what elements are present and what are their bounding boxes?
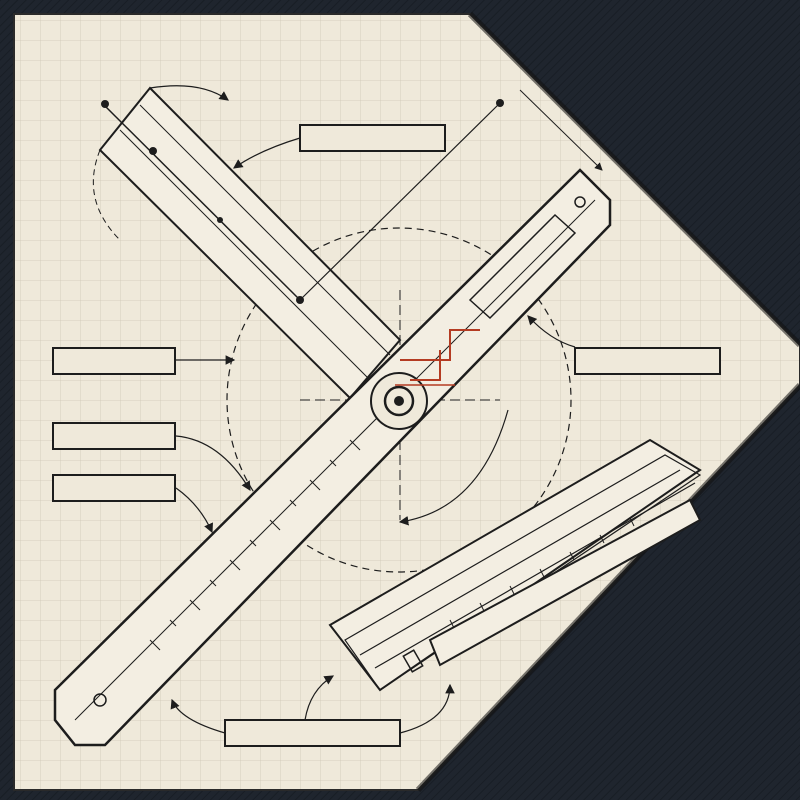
callout-box-left-2 (52, 422, 176, 450)
callout-box-right (574, 347, 721, 375)
blade-slot (468, 213, 577, 320)
upper-arm-dimension-line (102, 103, 301, 301)
callout-leaders (170, 137, 576, 734)
upper-arm (92, 85, 402, 400)
callout-box-left-1 (52, 347, 176, 375)
diagonal-dimension-line (299, 102, 501, 301)
folding-rule-icon (328, 438, 702, 692)
long-blade (53, 168, 612, 747)
construction-circle (226, 227, 572, 573)
callout-box-bottom (224, 719, 401, 747)
callout-box-left-3 (52, 474, 176, 502)
callout-box-top (299, 124, 446, 152)
pivot-hinge-icon (370, 329, 480, 430)
blade-hole (93, 693, 107, 707)
blade-tick-marks (149, 439, 361, 651)
